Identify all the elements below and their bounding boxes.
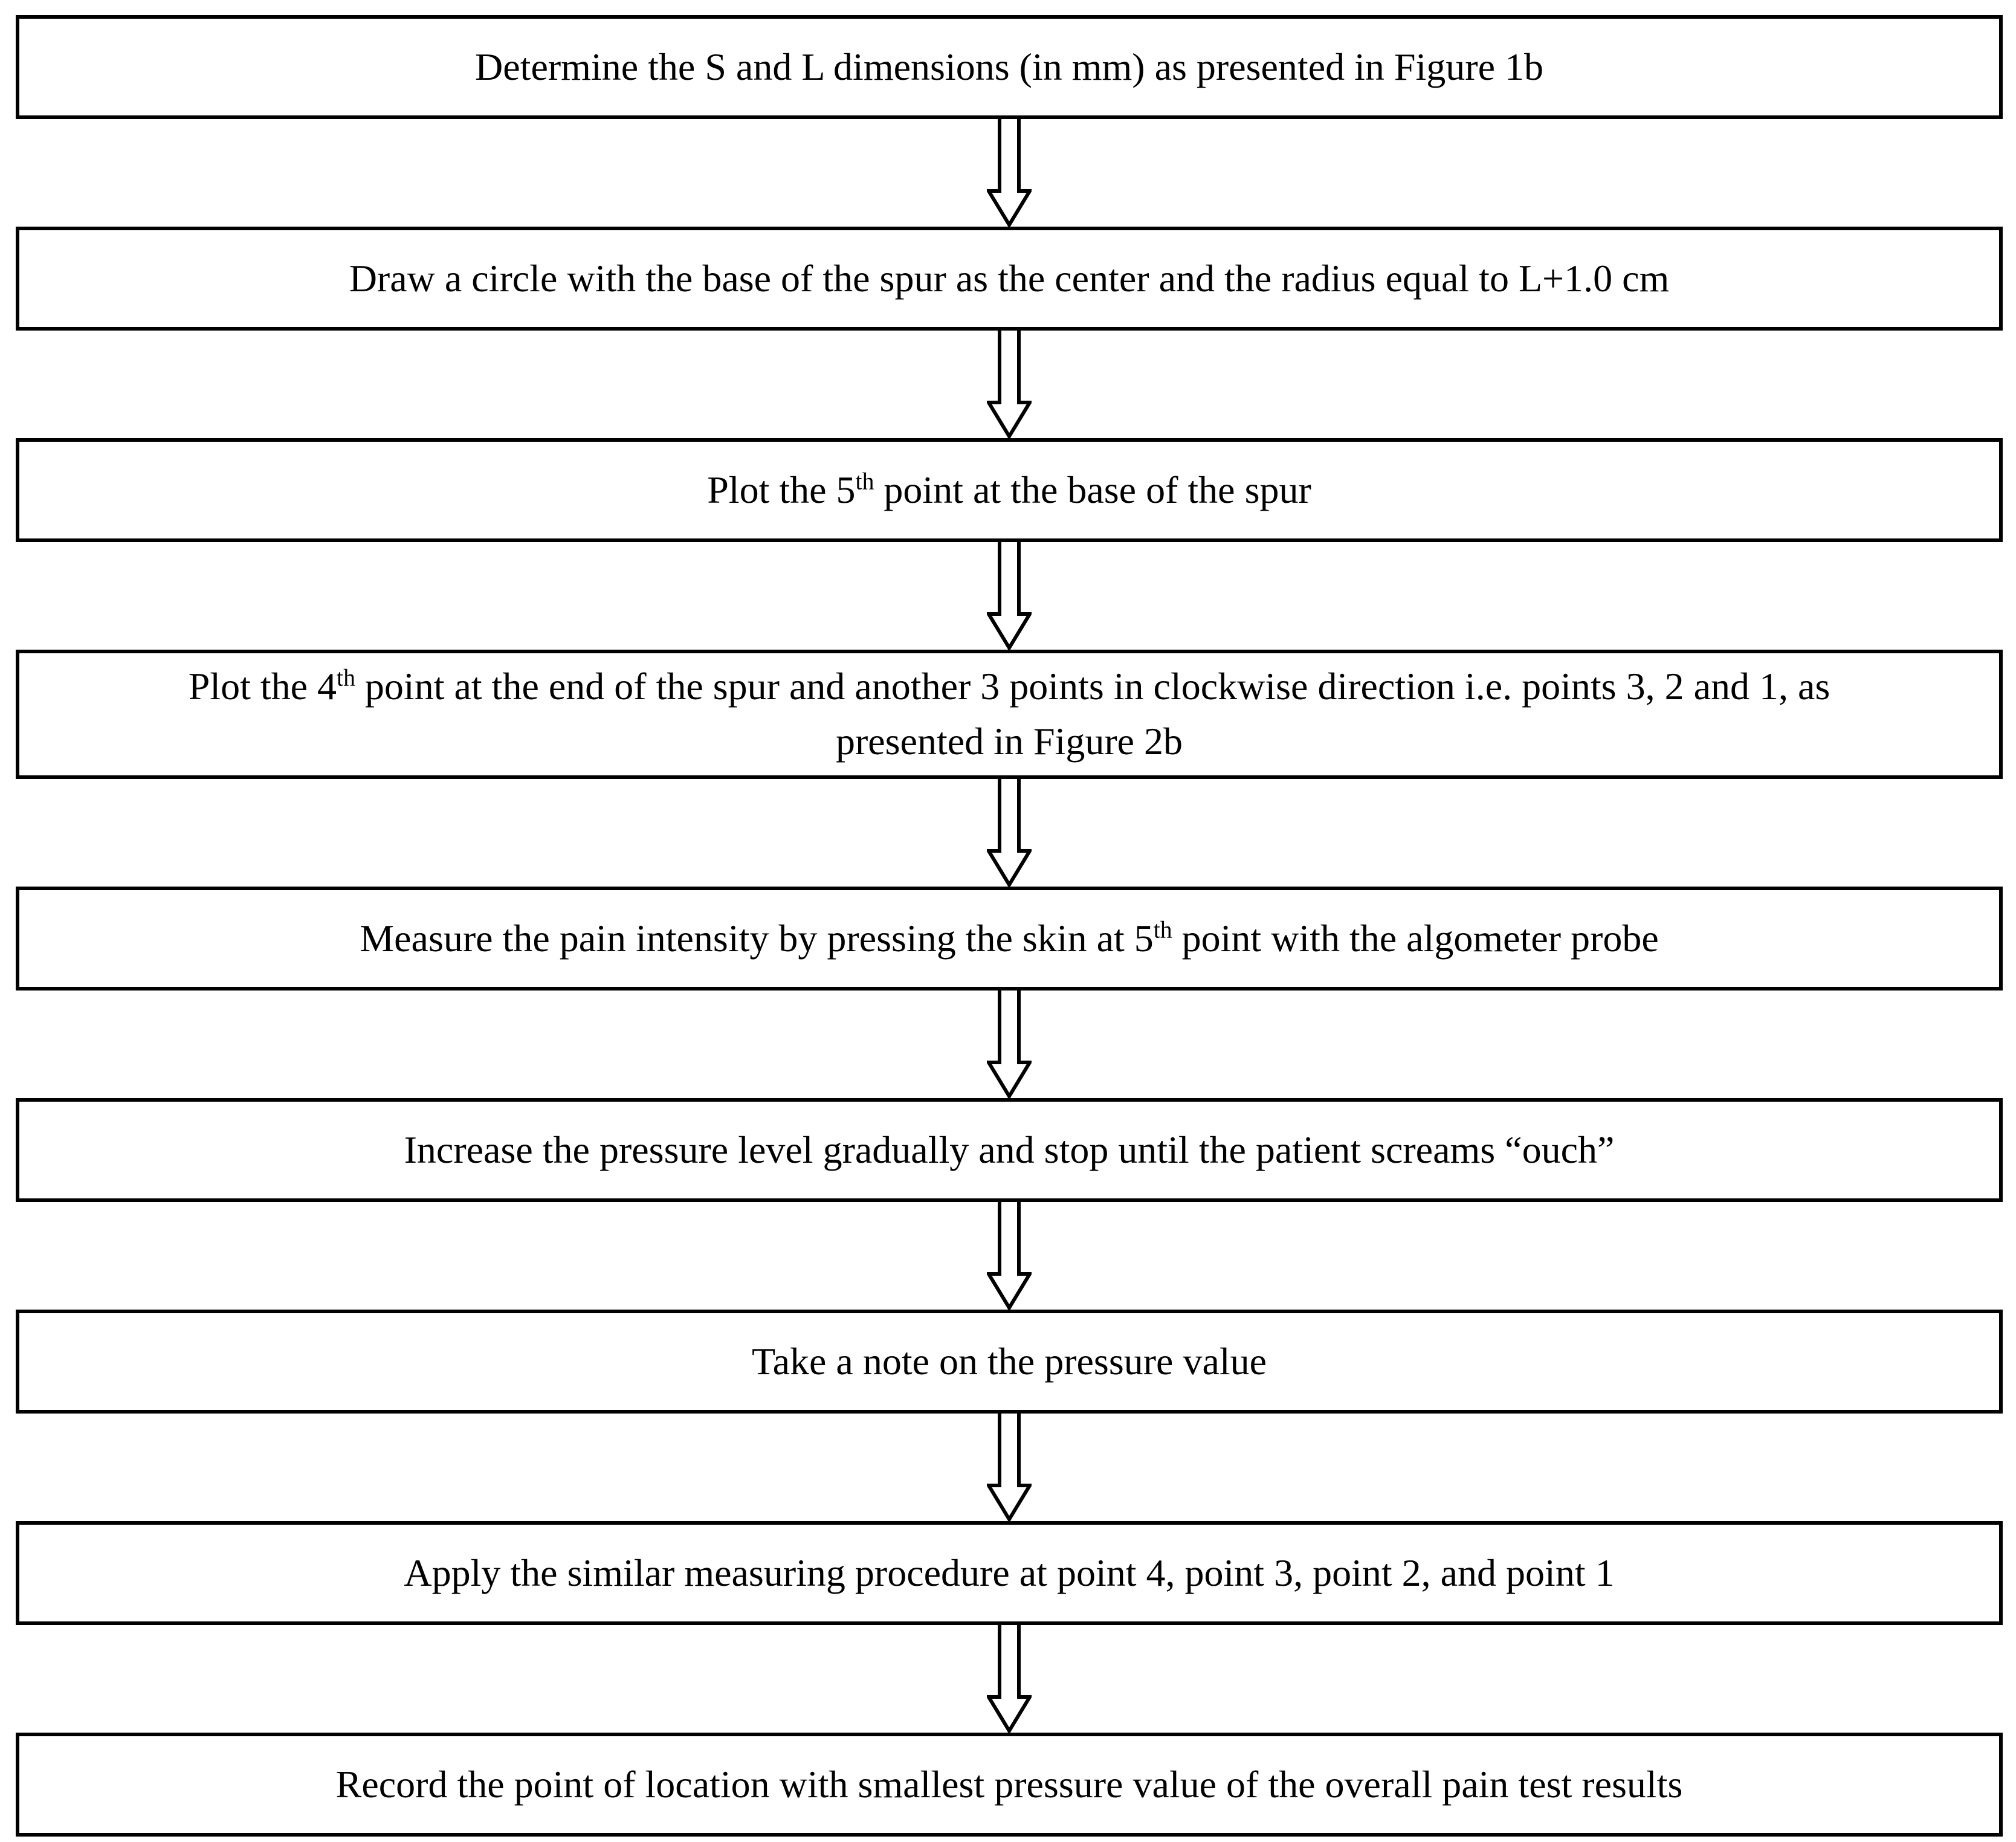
flow-step-label: Take a note on the pressure value	[751, 1339, 1267, 1383]
flow-arrow-8	[16, 1625, 2003, 1733]
arrow-down-icon	[987, 990, 1032, 1098]
flow-step-label: Draw a circle with the base of the spur …	[349, 256, 1670, 300]
arrow-down-icon	[987, 1414, 1032, 1521]
flow-arrow-1	[16, 119, 2003, 227]
flow-step-7: Take a note on the pressure value	[16, 1310, 2003, 1414]
flow-arrow-3	[16, 542, 2003, 650]
flow-step-1: Determine the S and L dimensions (in mm)…	[16, 15, 2003, 119]
flow-step-6: Increase the pressure level gradually an…	[16, 1098, 2003, 1202]
flow-step-5: Measure the pain intensity by pressing t…	[16, 887, 2003, 990]
flow-step-8: Apply the similar measuring procedure at…	[16, 1521, 2003, 1625]
flow-step-label: Record the point of location with smalle…	[335, 1762, 1683, 1806]
flow-step-label: Plot the 5th point at the base of the sp…	[707, 468, 1311, 511]
flow-step-9: Record the point of location with smalle…	[16, 1733, 2003, 1837]
flow-arrow-6	[16, 1202, 2003, 1310]
flow-step-label: Increase the pressure level gradually an…	[404, 1128, 1615, 1171]
flow-step-label: Determine the S and L dimensions (in mm)…	[475, 45, 1543, 88]
flow-step-3: Plot the 5th point at the base of the sp…	[16, 438, 2003, 542]
arrow-down-icon	[987, 542, 1032, 650]
arrow-down-icon	[987, 119, 1032, 227]
flow-step-label: Measure the pain intensity by pressing t…	[360, 916, 1659, 960]
flow-step-label: Plot the 4th point at the end of the spu…	[188, 664, 1830, 763]
flow-arrow-5	[16, 990, 2003, 1098]
arrow-down-icon	[987, 1625, 1032, 1733]
flow-step-4: Plot the 4th point at the end of the spu…	[16, 650, 2003, 779]
arrow-down-icon	[987, 779, 1032, 887]
flow-arrow-4	[16, 779, 2003, 887]
flow-arrow-7	[16, 1414, 2003, 1521]
arrow-down-icon	[987, 331, 1032, 438]
flow-step-label: Apply the similar measuring procedure at…	[404, 1551, 1615, 1594]
flow-arrow-2	[16, 331, 2003, 438]
flow-step-2: Draw a circle with the base of the spur …	[16, 227, 2003, 331]
arrow-down-icon	[987, 1202, 1032, 1310]
